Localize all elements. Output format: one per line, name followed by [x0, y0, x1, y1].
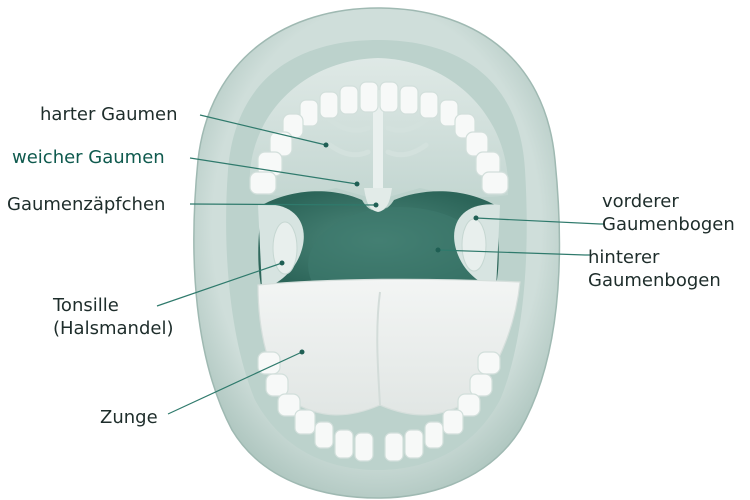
label-anterior-arch-line1: vorderer	[602, 190, 735, 213]
right-tonsil	[462, 219, 486, 271]
label-tonsil-line1: Tonsille	[53, 294, 173, 317]
label-uvula-text: Gaumenzäpfchen	[7, 193, 165, 216]
label-tongue: Zunge	[100, 406, 158, 429]
label-hard-palate: harter Gaumen	[40, 103, 178, 126]
label-soft-palate: weicher Gaumen	[12, 146, 165, 169]
label-anterior-arch-line2: Gaumenbogen	[602, 213, 735, 236]
label-uvula: Gaumenzäpfchen	[7, 193, 165, 216]
label-posterior-arch-line1: hinterer	[588, 246, 721, 269]
label-soft-palate-text: weicher Gaumen	[12, 146, 165, 169]
label-posterior-arch: hinterer Gaumenbogen	[588, 246, 721, 292]
label-tonsil: Tonsille (Halsmandel)	[53, 294, 173, 340]
label-hard-palate-text: harter Gaumen	[40, 103, 178, 126]
left-tonsil	[273, 222, 297, 274]
label-anterior-arch: vorderer Gaumenbogen	[602, 190, 735, 236]
label-posterior-arch-line2: Gaumenbogen	[588, 269, 721, 292]
label-tonsil-line2: (Halsmandel)	[53, 317, 173, 340]
label-tongue-text: Zunge	[100, 406, 158, 429]
